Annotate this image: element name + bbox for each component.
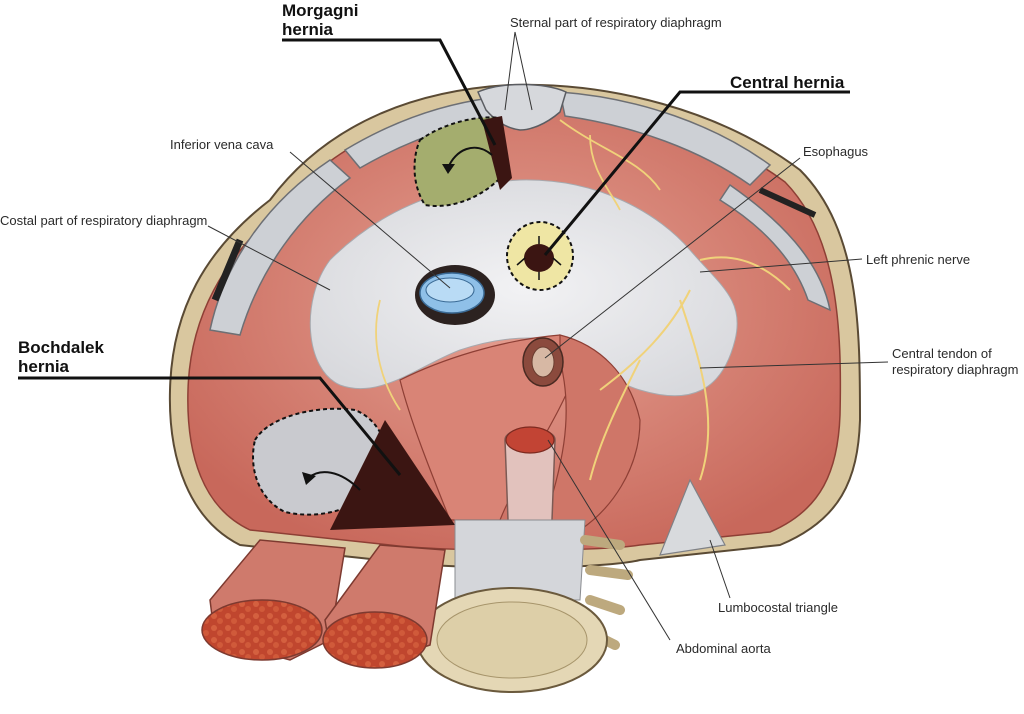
left-crus (544, 334, 641, 531)
inferior-vena-cava-leader (289, 151, 451, 289)
morgagni-hernia-area (413, 116, 505, 207)
lumbocostal-triangle-leader (709, 539, 731, 599)
right-costal-ribs-2 (718, 183, 832, 312)
esophagus-leader (544, 157, 801, 359)
sternal-part-label: Sternal part of respiratory diaphragm (510, 15, 722, 30)
bochdalek-defect (330, 420, 455, 530)
morgagni-arrow (447, 146, 493, 169)
inferior-vena-cava-label: Inferior vena cava (170, 137, 274, 152)
bochdalek-hernia-label-line2: hernia (18, 357, 70, 376)
aorta-opening (505, 426, 555, 454)
lumbocostal-triangle (659, 478, 726, 556)
central-tendon-label-line1: Central tendon of (892, 346, 992, 361)
esophagus-lumen (531, 346, 555, 378)
right-cut-muscle-face (322, 611, 428, 669)
bochdalek-arrowhead (302, 472, 316, 485)
left-phrenic-nerve-leader (699, 258, 863, 273)
morgagni-leader (282, 38, 497, 146)
sternal-part-leader (504, 31, 533, 111)
central-tendon-label-line2: respiratory diaphragm (892, 362, 1019, 377)
vertebral-body-inner (436, 601, 588, 679)
bochdalek-hernia-label-line1: Bochdalek (18, 338, 104, 357)
costal-part-leader (207, 225, 331, 291)
morgagni-hernia-label-line2: hernia (282, 20, 334, 39)
morgagni-hernia-label-line1: Morgagni (282, 1, 359, 20)
spinal-processes (580, 535, 633, 650)
bochdalek-leader (18, 376, 402, 476)
left-phrenic-nerve-label: Left phrenic nerve (866, 252, 971, 267)
lumbocostal-triangle-label: Lumbocostal triangle (718, 600, 838, 615)
inferior-vena-cava-lumen (425, 277, 475, 303)
abdominal-aorta-leader (547, 439, 671, 641)
left-phrenic-nerve-branches (589, 256, 791, 481)
rib-shadow (211, 238, 244, 302)
morgagni-arrowhead (442, 164, 455, 174)
esophagus-label: Esophagus (803, 144, 869, 159)
central-hernia-arrows (516, 236, 562, 280)
costal-part-label: Costal part of respiratory diaphragm (0, 213, 208, 228)
psoas-tendons (454, 519, 586, 601)
left-costal-ribs (209, 159, 352, 336)
central-hernia-label: Central hernia (730, 73, 845, 92)
central-hernia-leader (543, 90, 850, 256)
right-costal-ribs (559, 91, 772, 186)
central-tendon (309, 179, 738, 397)
abdominal-aorta-label: Abdominal aorta (676, 641, 771, 656)
central-tendon-leader (699, 361, 889, 369)
right-phrenic-nerve-branches (375, 119, 661, 411)
rib-shadow-2 (758, 187, 817, 218)
left-cut-muscle-face (201, 599, 323, 661)
